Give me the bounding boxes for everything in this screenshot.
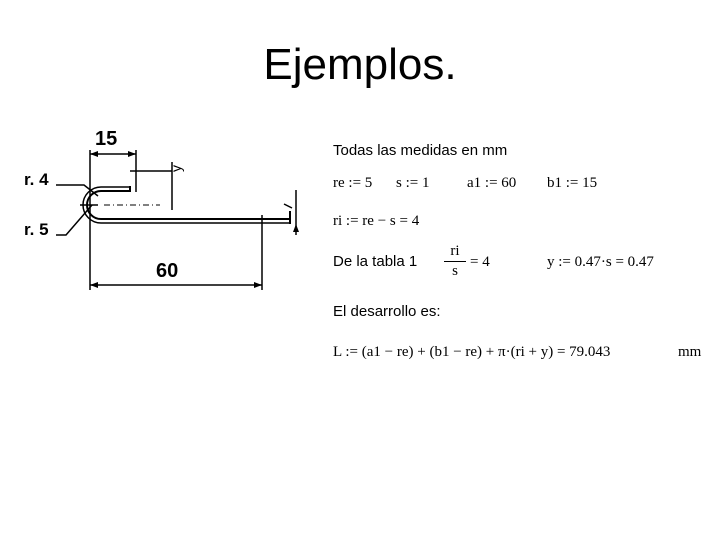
slide-title: Ejemplos. [263, 40, 457, 89]
radius-r4-label: r. 4 [24, 170, 49, 189]
length-equation: L := (a1 − re) + (b1 − re) + π·(ri + y) … [333, 344, 611, 360]
length-unit: mm [678, 344, 702, 360]
fraction-bar [444, 261, 466, 262]
y-label: y [168, 165, 184, 172]
leader-r4 [56, 184, 99, 197]
dim-15-label: 15 [95, 128, 118, 150]
fraction-numerator: ri [450, 243, 460, 259]
development-heading: El desarrollo es: [333, 303, 441, 320]
fraction-result: = 4 [470, 254, 490, 270]
units-heading: Todas las medidas en mm [333, 142, 508, 159]
table-reference-label: De la tabla 1 [333, 253, 418, 270]
ri-over-s-fraction: ri s [444, 243, 466, 280]
fraction-denominator: s [452, 263, 458, 279]
radius-r5-label: r. 5 [24, 220, 49, 239]
sheet-inner-profile [82, 186, 290, 224]
leader-r5 [56, 204, 93, 236]
ri-equation: ri := re − s = 4 [333, 213, 420, 229]
y-equation: y := 0.47·s = 0.47 [547, 254, 654, 270]
s-definition: s := 1 [396, 175, 430, 191]
re-definition: re := 5 [333, 175, 373, 191]
a1-definition: a1 := 60 [467, 175, 517, 191]
b1-definition: b1 := 15 [547, 175, 598, 191]
dim-60-label: 60 [156, 260, 179, 282]
